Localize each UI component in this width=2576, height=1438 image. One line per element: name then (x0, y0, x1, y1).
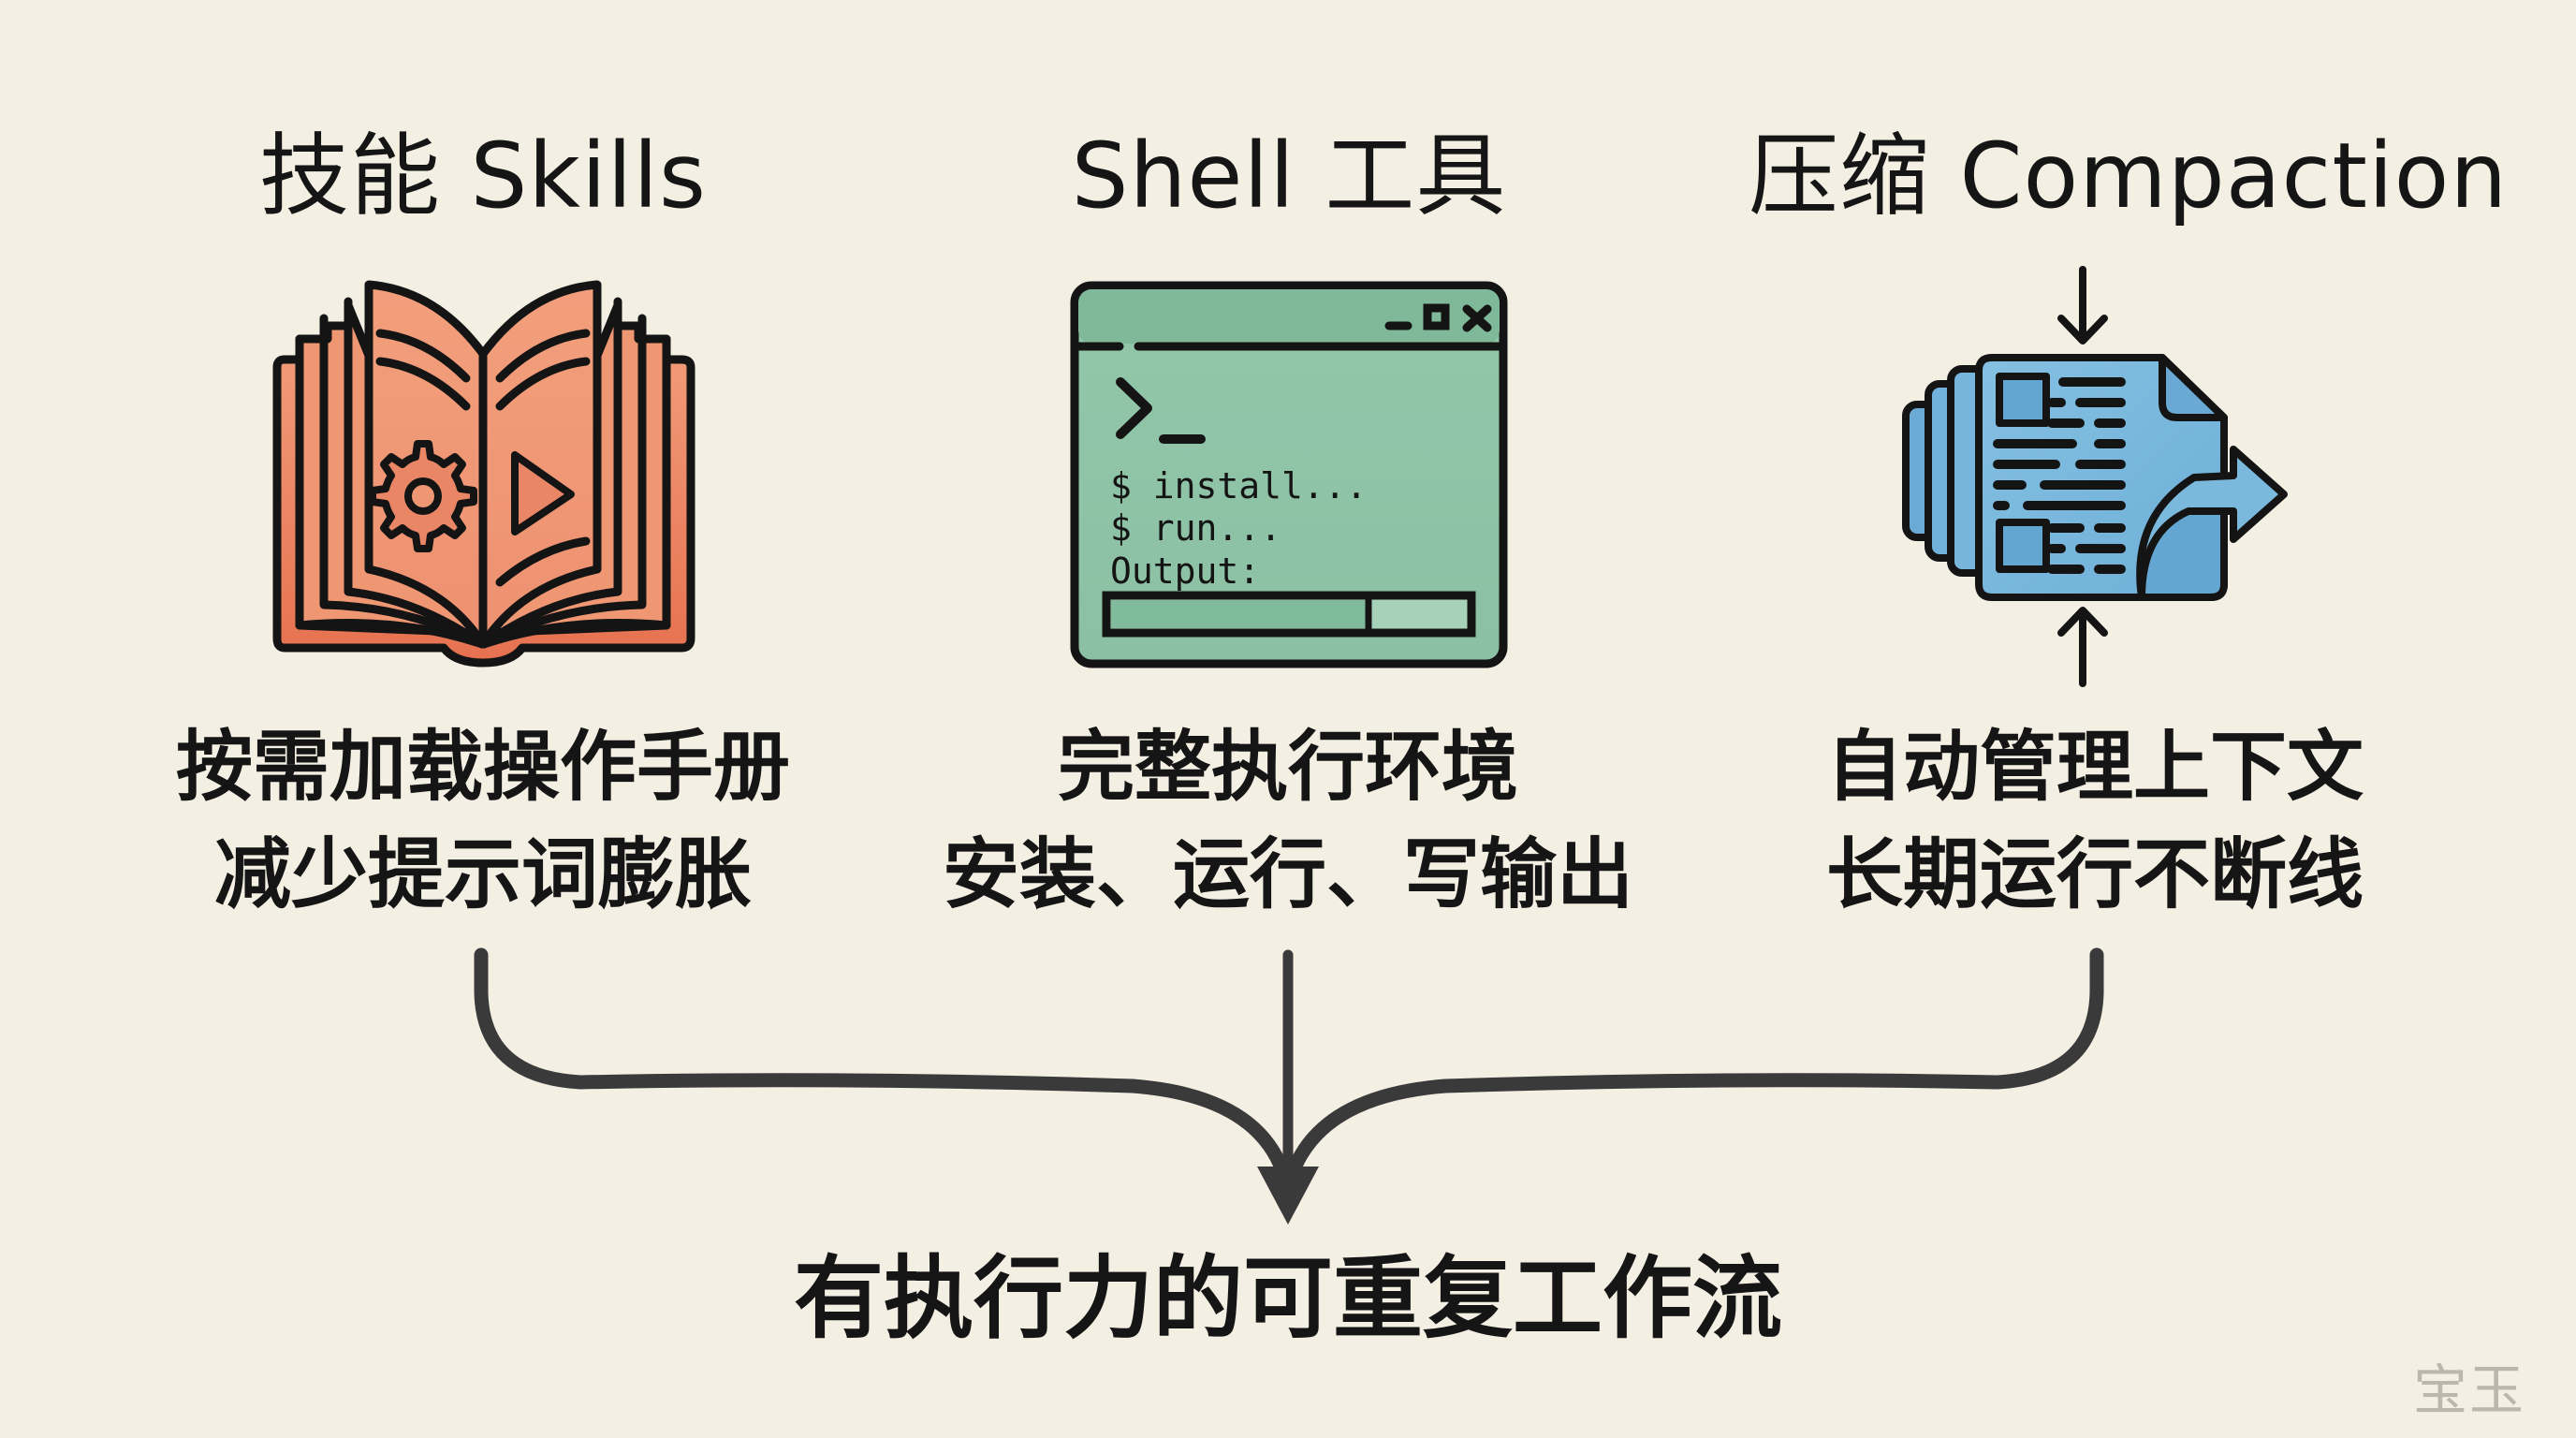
desc-skills: 按需加载操作手册 减少提示词膨胀 (109, 713, 857, 929)
arrow-up-icon (2057, 607, 2108, 687)
close-icon (1462, 304, 1492, 332)
watermark: 宝玉 (2413, 1358, 2526, 1422)
terminal-line-install: $ install... (1110, 465, 1368, 506)
connector-left-branch (474, 947, 1290, 1178)
maximize-icon (1423, 303, 1450, 330)
terminal-line-run: $ run... (1110, 507, 1281, 549)
desc-shell-line-1: 完整执行环境 (1057, 723, 1518, 812)
title-compaction: 压缩 Compaction (1749, 124, 2509, 228)
title-skills: 技能 Skills (258, 124, 708, 228)
title-shell: Shell 工具 (1071, 124, 1507, 228)
desc-skills-line-1: 按需加载操作手册 (175, 723, 790, 812)
terminal-window-icon: $ install... $ run... Output: (1070, 281, 1508, 668)
play-icon (511, 451, 575, 536)
desc-shell: 完整执行环境 安装、运行、写输出 (914, 713, 1662, 929)
desc-skills-line-2: 减少提示词膨胀 (213, 830, 752, 919)
result-text: 有执行力的可重复工作流 (794, 1246, 1782, 1351)
desc-compaction: 自动管理上下文 长期运行不断线 (1720, 713, 2469, 929)
terminal-line-output: Output: (1110, 550, 1260, 592)
document-compress-icon (1902, 266, 2288, 687)
connector-right-branch (1286, 947, 2104, 1178)
desc-shell-line-2: 安装、运行、写输出 (942, 830, 1633, 919)
desc-compaction-line-2: 长期运行不断线 (1825, 830, 2364, 919)
window-controls (1384, 303, 1492, 332)
arrow-down-icon (2057, 266, 2108, 345)
desc-compaction-line-1: 自动管理上下文 (1825, 723, 2364, 812)
gear-icon (369, 440, 477, 552)
progress-bar (1102, 591, 1476, 638)
open-book-icon (272, 280, 695, 668)
arrow-down-icon (1257, 1167, 1319, 1225)
prompt-icon (1116, 377, 1206, 444)
